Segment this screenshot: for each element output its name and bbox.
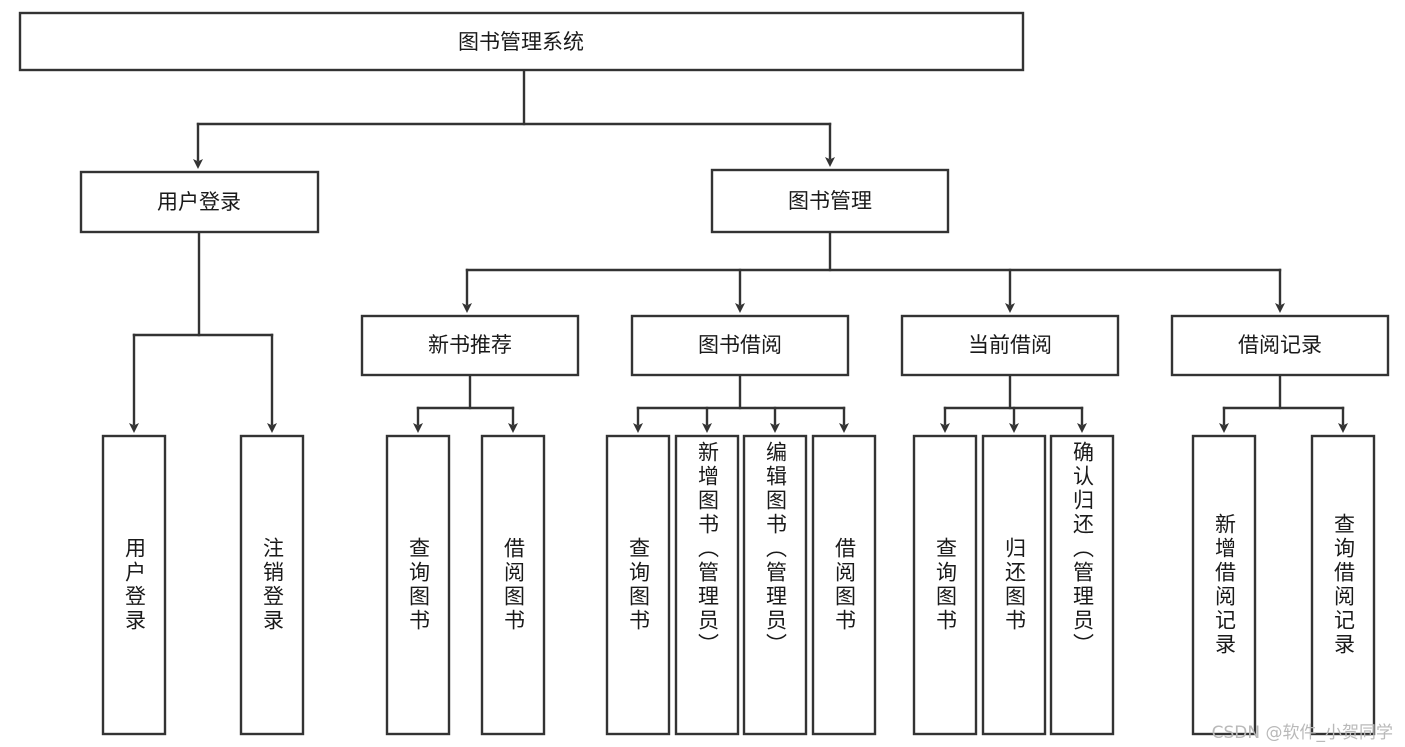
leaf-box-borrow-book[interactable] — [811, 434, 877, 736]
node-root-system[interactable]: 图书管理系统 — [18, 11, 1025, 72]
node-borrow-record[interactable]: 借阅记录 — [1170, 314, 1390, 377]
node-borrow-record-label: 借阅记录 — [1238, 333, 1322, 357]
node-book-borrow[interactable]: 图书借阅 — [630, 314, 850, 377]
leaf-box-query-book-rec[interactable] — [385, 434, 451, 736]
node-current-borrow[interactable]: 当前借阅 — [900, 314, 1120, 377]
node-current-borrow-label: 当前借阅 — [968, 333, 1052, 357]
node-book-borrow-label: 图书借阅 — [698, 333, 782, 357]
leaf-box-add-book-admin[interactable] — [674, 434, 740, 736]
leaf-box-edit-book-admin[interactable] — [742, 434, 808, 736]
connector-borrow-record-to-leaves — [1219, 373, 1348, 433]
node-root-label: 图书管理系统 — [458, 30, 584, 54]
connector-user-login-to-leaves — [129, 230, 277, 433]
node-book-manage[interactable]: 图书管理 — [710, 168, 950, 234]
leaf-boxes — [101, 434, 1376, 736]
node-new-book-recommend[interactable]: 新书推荐 — [360, 314, 580, 377]
node-user-login[interactable]: 用户登录 — [79, 170, 320, 234]
connector-book-borrow-to-leaves — [633, 373, 849, 433]
connector-current-borrow-to-leaves — [940, 373, 1087, 433]
node-book-manage-label: 图书管理 — [788, 189, 872, 213]
node-user-login-label: 用户登录 — [157, 190, 241, 214]
leaf-box-query-book-current[interactable] — [912, 434, 978, 736]
leaf-box-user-login[interactable] — [101, 434, 167, 736]
leaf-box-confirm-return-admin[interactable] — [1049, 434, 1115, 736]
connector-root-to-level1 — [193, 68, 835, 169]
leaf-box-query-book-borrow[interactable] — [605, 434, 671, 736]
leaf-box-return-book[interactable] — [981, 434, 1047, 736]
connector-book-manage-to-level2 — [462, 230, 1285, 313]
leaf-box-borrow-book-rec[interactable] — [480, 434, 546, 736]
leaf-box-logout[interactable] — [239, 434, 305, 736]
csdn-watermark: CSDN @软件_小贺同学 — [1211, 723, 1393, 743]
leaf-box-query-borrow-record[interactable] — [1310, 434, 1376, 736]
leaf-box-add-borrow-record[interactable] — [1191, 434, 1257, 736]
node-new-book-recommend-label: 新书推荐 — [428, 333, 512, 357]
connector-new-book-rec-to-leaves — [413, 373, 518, 433]
